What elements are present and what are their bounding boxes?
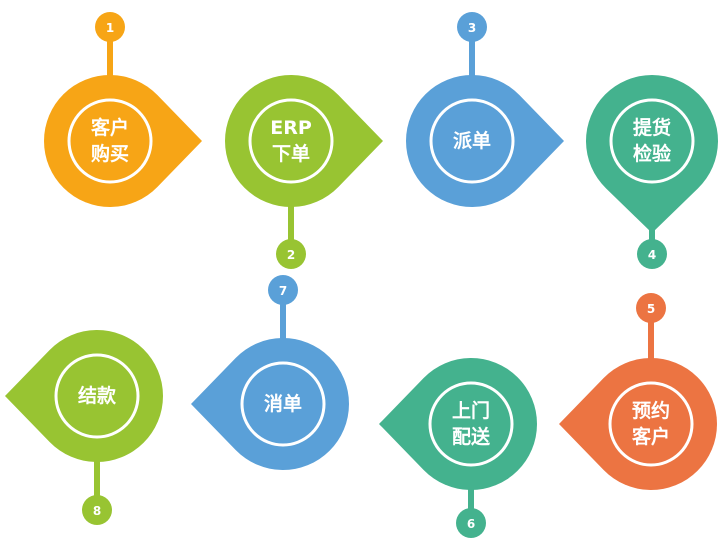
step-label: 上门 xyxy=(452,399,490,422)
step-label: 提货 xyxy=(633,116,671,139)
step-label: 客户 xyxy=(91,116,129,139)
step-inner-ring xyxy=(67,98,153,184)
step-number: 3 xyxy=(468,21,476,35)
step-number: 2 xyxy=(287,248,295,262)
step-inner-ring xyxy=(609,98,695,184)
process-step-2: 2 ERP 下单 xyxy=(225,75,383,269)
step-number-badge xyxy=(95,12,125,42)
process-step-7: 7 消单 xyxy=(191,275,349,470)
step-number-badge xyxy=(457,12,487,42)
step-number: 7 xyxy=(279,284,287,298)
step-inner-ring xyxy=(248,98,334,184)
step-label: 消单 xyxy=(264,392,302,415)
step-number-badge xyxy=(268,275,298,305)
step-number-badge xyxy=(276,239,306,269)
step-inner-ring xyxy=(429,98,515,184)
step-number-badge xyxy=(456,508,486,538)
step-label: 结款 xyxy=(78,384,117,407)
step-number-badge xyxy=(636,293,666,323)
step-label: 购买 xyxy=(91,142,129,165)
step-number: 1 xyxy=(106,21,114,35)
step-inner-ring xyxy=(54,353,140,439)
step-label: 检验 xyxy=(633,142,672,165)
step-number-badge xyxy=(82,495,112,525)
step-label: ERP xyxy=(270,117,312,139)
process-step-3: 3 派单 xyxy=(406,12,564,207)
step-label: 预约 xyxy=(632,399,670,422)
step-label: 客户 xyxy=(632,425,670,448)
step-inner-ring xyxy=(240,361,326,447)
step-label: 派单 xyxy=(453,129,491,152)
step-number: 5 xyxy=(647,302,655,316)
step-number: 6 xyxy=(467,517,475,531)
step-number: 4 xyxy=(648,248,656,262)
step-number-badge xyxy=(637,239,667,269)
step-label: 配送 xyxy=(452,425,491,448)
process-step-8: 8 结款 xyxy=(5,329,163,525)
step-label: 下单 xyxy=(272,142,310,165)
step-number: 8 xyxy=(93,504,101,518)
step-inner-ring xyxy=(428,381,514,467)
step-inner-ring xyxy=(608,381,694,467)
